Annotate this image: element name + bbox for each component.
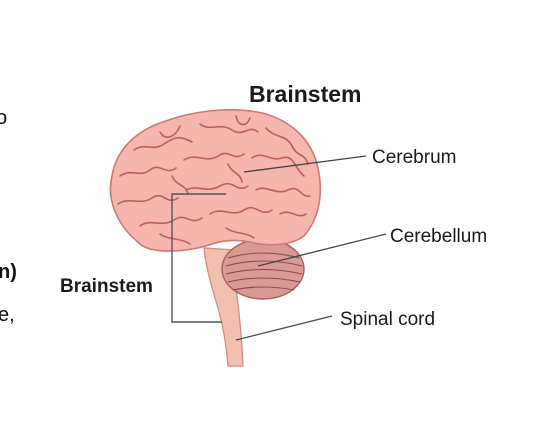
brainstem-bracket (171, 193, 226, 323)
cerebellum-leader-line (257, 233, 387, 267)
cerebrum-label: Cerebrum (372, 147, 456, 168)
cerebellum-shape (221, 238, 305, 300)
spinal-cord-leader-line (235, 315, 333, 341)
cerebrum-leader-line (243, 155, 367, 173)
edge-text-fragment-top: o (0, 107, 7, 129)
edge-text-fragment-lower: e, (0, 304, 15, 326)
spinal-cord-label: Spinal cord (340, 309, 435, 330)
cerebellum-label: Cerebellum (390, 226, 487, 247)
cerebrum-shape (109, 108, 322, 252)
diagram-title: Brainstem (249, 81, 361, 107)
edge-text-fragment-bold: n) (0, 261, 17, 283)
brainstem-label: Brainstem (60, 276, 153, 297)
